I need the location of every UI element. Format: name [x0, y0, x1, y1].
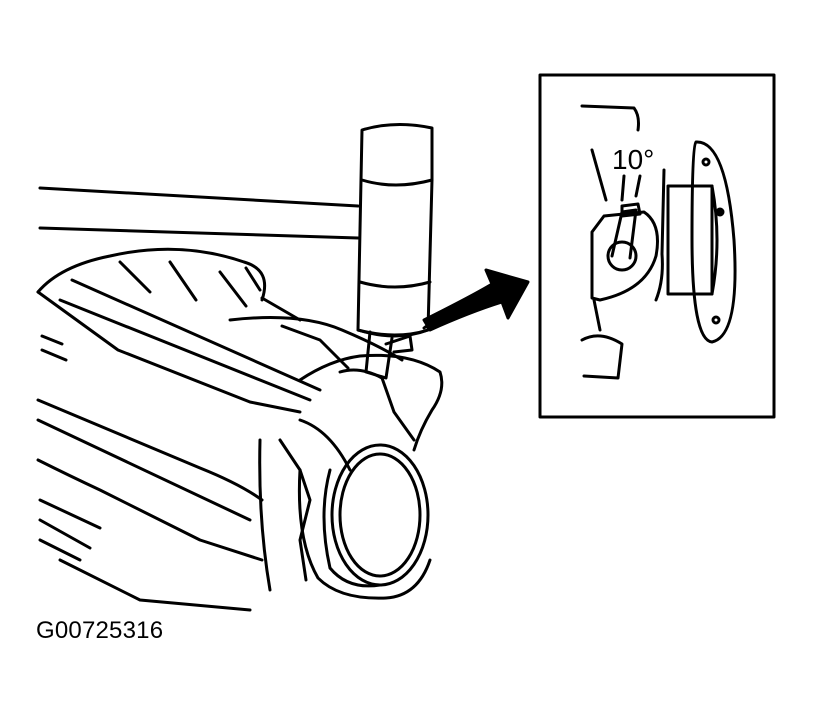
retaining-pin — [610, 208, 638, 260]
detail-angle-label: 10° — [612, 144, 655, 175]
hammer-face — [356, 328, 430, 338]
transmission-case — [36, 247, 444, 612]
hammer-head-band-upper — [360, 178, 434, 187]
hammer-head-band-lower — [358, 280, 432, 289]
output-flange — [297, 443, 432, 600]
hammer-head — [356, 122, 434, 337]
detail-inset-frame — [538, 73, 776, 419]
retaining-pin-hole — [606, 240, 638, 272]
hammer — [38, 122, 434, 338]
hammer-handle — [38, 186, 360, 240]
callout-arrow — [422, 268, 530, 332]
figure-code: G00725316 — [36, 617, 164, 644]
detail-inset-drawing — [580, 104, 737, 380]
